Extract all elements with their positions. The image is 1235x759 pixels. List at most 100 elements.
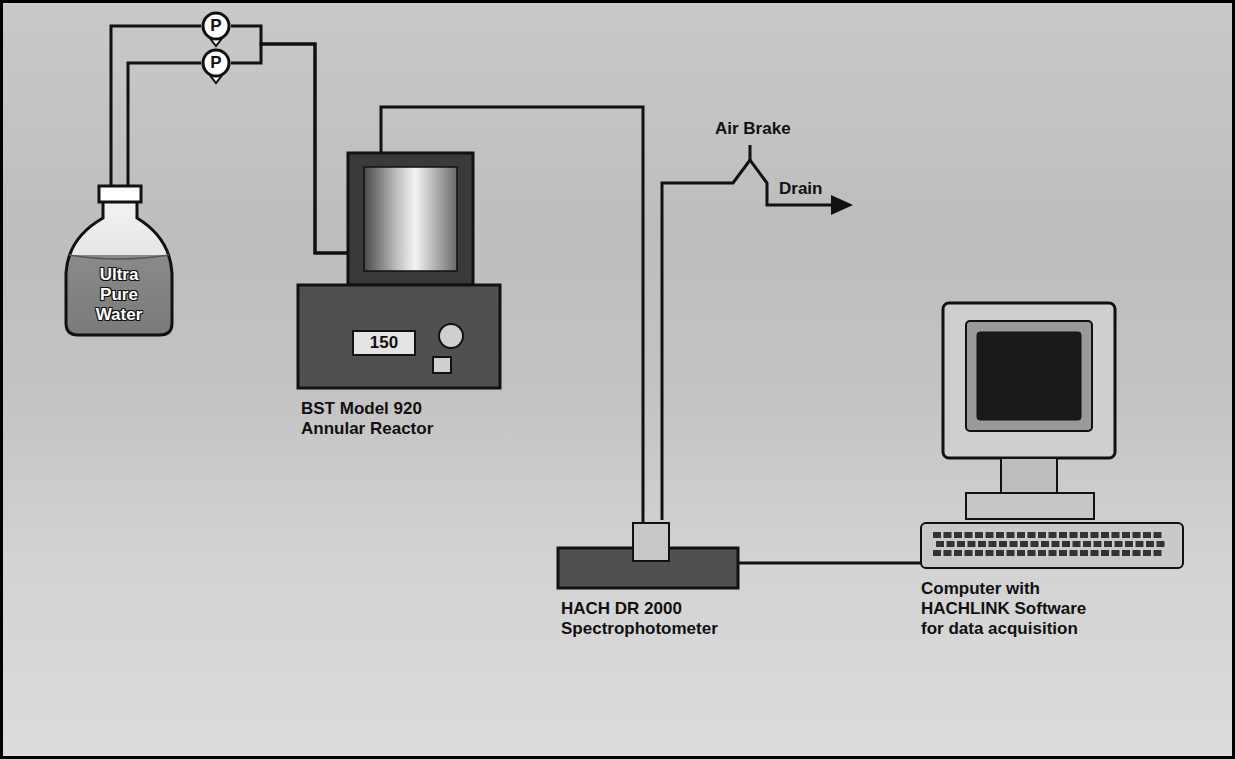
key xyxy=(1143,532,1151,538)
reactor-node: 150BST Model 920 Annular Reactor xyxy=(298,153,500,388)
key xyxy=(933,532,941,538)
key xyxy=(944,550,952,556)
key xyxy=(1154,550,1162,556)
key xyxy=(1112,550,1120,556)
pipe-connector xyxy=(231,44,348,253)
key xyxy=(1073,541,1081,547)
flow-cell xyxy=(633,523,669,561)
switch-button xyxy=(433,357,451,373)
display-node: 150 xyxy=(353,331,415,355)
key xyxy=(986,532,994,538)
key xyxy=(1017,532,1025,538)
pipe-connector xyxy=(231,26,348,253)
key xyxy=(1101,532,1109,538)
key xyxy=(1133,550,1141,556)
key xyxy=(947,541,955,547)
keyboard xyxy=(921,523,1183,568)
key xyxy=(1041,541,1049,547)
key xyxy=(1091,550,1099,556)
key xyxy=(1136,541,1144,547)
key xyxy=(1028,532,1036,538)
screen xyxy=(977,332,1081,420)
pipe-label: Drain xyxy=(779,179,822,199)
node-text: BST Model 920 Annular Reactor xyxy=(301,399,481,439)
key xyxy=(978,541,986,547)
bottle-body xyxy=(66,201,172,335)
key xyxy=(1125,541,1133,547)
computer-outline xyxy=(921,303,1183,570)
key xyxy=(1010,541,1018,547)
key xyxy=(1038,550,1046,556)
pipe-connector xyxy=(128,63,201,186)
key xyxy=(975,550,983,556)
node-text: 150 xyxy=(353,333,415,353)
key xyxy=(933,550,941,556)
key xyxy=(965,532,973,538)
key xyxy=(1007,550,1015,556)
key xyxy=(1031,541,1039,547)
key xyxy=(1104,541,1112,547)
key xyxy=(936,541,944,547)
key xyxy=(1062,541,1070,547)
bottle-cap xyxy=(99,186,141,202)
system-unit xyxy=(966,493,1094,519)
key xyxy=(1146,541,1154,547)
key xyxy=(1122,550,1130,556)
key xyxy=(954,532,962,538)
key xyxy=(1133,532,1141,538)
pipe-connector xyxy=(111,26,201,186)
key xyxy=(944,532,952,538)
computer-node: Computer with HACHLINK Software for data… xyxy=(921,303,1183,570)
key xyxy=(1122,532,1130,538)
key xyxy=(1157,541,1165,547)
screen-bezel xyxy=(966,321,1092,431)
node-text: Ultra Pure Water xyxy=(87,265,151,325)
pipe-connector xyxy=(738,562,921,565)
key xyxy=(954,550,962,556)
pipe-label: Air Brake xyxy=(715,119,791,139)
drain-pipe xyxy=(662,160,833,520)
node-text: P xyxy=(201,16,231,36)
key xyxy=(1059,532,1067,538)
key xyxy=(1059,550,1067,556)
key xyxy=(1017,550,1025,556)
key xyxy=(1115,541,1123,547)
key xyxy=(996,550,1004,556)
air-brake-vent xyxy=(749,145,752,160)
reactor-base xyxy=(298,285,500,388)
key xyxy=(996,532,1004,538)
node-text: HACH DR 2000 Spectrophotometer xyxy=(561,599,739,639)
key xyxy=(1143,550,1151,556)
drain-arrowhead xyxy=(831,195,853,215)
key xyxy=(989,541,997,547)
reactor-housing xyxy=(348,153,473,285)
monitor xyxy=(943,303,1115,458)
control-knob xyxy=(439,324,463,348)
key xyxy=(1070,532,1078,538)
spectro-node: HACH DR 2000 Spectrophotometer xyxy=(558,523,738,588)
key xyxy=(1049,550,1057,556)
node-layer: PPUltra Pure Water150BST Model 920 Annul… xyxy=(3,3,1232,756)
key xyxy=(1052,541,1060,547)
key xyxy=(1070,550,1078,556)
water-surface xyxy=(69,255,169,259)
node-text: P xyxy=(201,53,231,73)
key xyxy=(1049,532,1057,538)
pump-node: P xyxy=(201,48,231,84)
key xyxy=(1083,541,1091,547)
key xyxy=(965,550,973,556)
key xyxy=(1020,541,1028,547)
key xyxy=(999,541,1007,547)
node-text: Computer with HACHLINK Software for data… xyxy=(921,579,1103,639)
key xyxy=(986,550,994,556)
spectro-outline xyxy=(558,523,738,588)
key xyxy=(968,541,976,547)
key xyxy=(1091,532,1099,538)
key xyxy=(1007,532,1015,538)
key xyxy=(1154,532,1162,538)
key xyxy=(1094,541,1102,547)
display-panel xyxy=(353,331,415,355)
key xyxy=(1038,532,1046,538)
key xyxy=(1112,532,1120,538)
